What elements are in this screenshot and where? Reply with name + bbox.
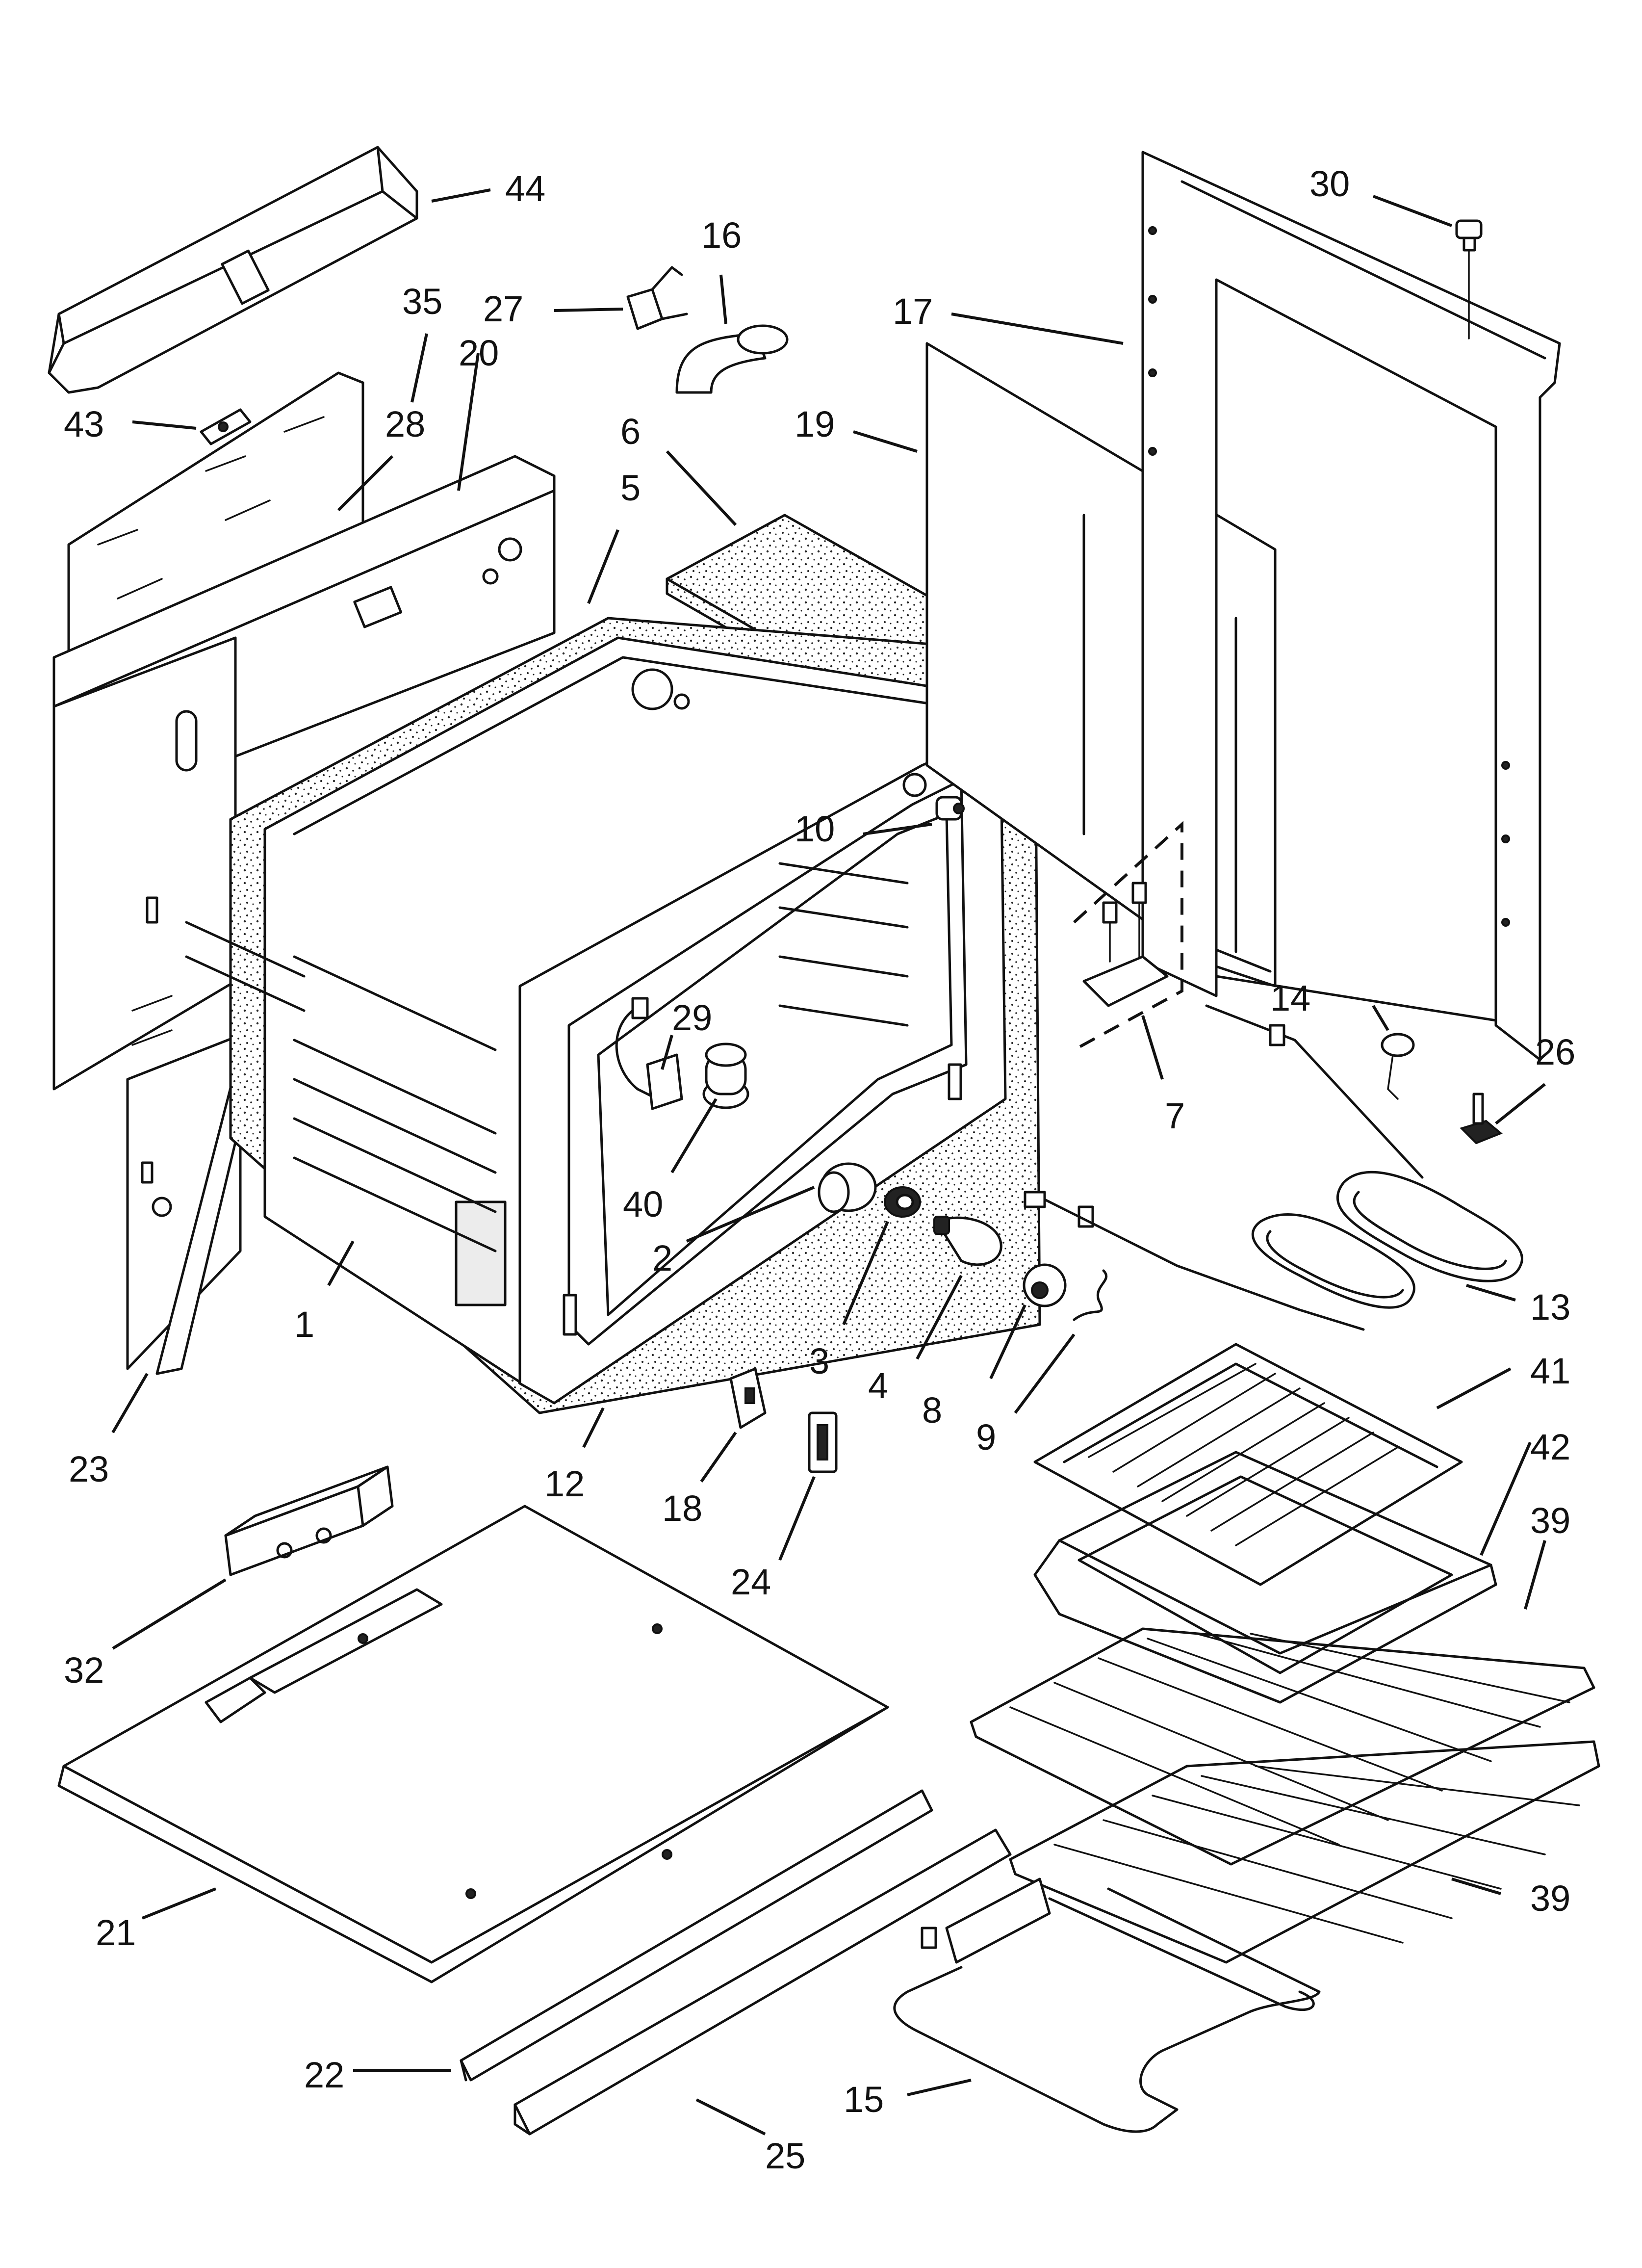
part-24-hinge-receiver	[808, 1411, 838, 1473]
callout-32: 32	[64, 1650, 104, 1691]
part-41-broil-pan-grid	[1033, 1343, 1463, 1586]
part-2-light-socket	[818, 1162, 877, 1213]
callout-16: 16	[701, 215, 742, 256]
part-22-rail	[460, 1789, 933, 2082]
callout-7: 7	[1165, 1095, 1185, 1136]
callout-1: 1	[294, 1304, 314, 1345]
part-8-light-cover	[1023, 1263, 1067, 1307]
part-29-terminal-bracket	[615, 997, 683, 1110]
part-39-oven-rack-upper	[970, 1627, 1595, 1866]
callout-42: 42	[1530, 1427, 1570, 1467]
callout-40: 40	[623, 1184, 663, 1225]
part-4-light-bulb	[933, 1216, 1002, 1266]
part-13-broil-element	[1024, 1004, 1523, 1331]
callout-39-lower: 39	[1530, 1878, 1570, 1919]
callout-20: 20	[459, 333, 499, 373]
part-21-bottom-panel	[57, 1505, 889, 1983]
part-30-screw	[1455, 219, 1483, 339]
callout-26: 26	[1535, 1032, 1575, 1072]
part-14-probe	[1381, 1033, 1415, 1100]
callout-12: 12	[544, 1463, 585, 1504]
callout-18: 18	[662, 1488, 702, 1529]
callout-21: 21	[96, 1912, 136, 1953]
callout-9: 9	[976, 1417, 996, 1458]
callout-4: 4	[868, 1365, 888, 1406]
callout-6: 6	[620, 411, 641, 452]
callout-29: 29	[672, 997, 712, 1038]
part-40-bushing	[702, 1043, 749, 1109]
part-15-bake-element	[893, 1877, 1321, 2133]
callout-25: 25	[765, 2136, 805, 2176]
leader-lines	[111, 188, 1546, 2136]
callout-5: 5	[620, 468, 641, 508]
callout-13: 13	[1530, 1287, 1570, 1328]
part-25-rail	[513, 1828, 1012, 2136]
callout-3: 3	[809, 1341, 829, 1382]
callout-14: 14	[1270, 978, 1310, 1018]
callout-labels: 44 35 20 27 16 43 28 6 5 17 19 30 10 29 …	[64, 163, 1575, 2176]
part-26-leveling-leg	[1460, 1093, 1503, 1145]
part-17-outer-panel	[1141, 151, 1561, 1061]
callout-27: 27	[483, 288, 523, 329]
callout-17: 17	[893, 291, 933, 332]
callout-44: 44	[505, 168, 545, 209]
part-42-broil-pan	[1033, 1451, 1497, 1704]
part-left-side-wall	[52, 636, 237, 1091]
part-18-hinge	[729, 1367, 767, 1429]
part-9-wire-clip	[1073, 1269, 1108, 1321]
part-32-terminal-block	[224, 1465, 394, 1576]
callout-15: 15	[844, 2079, 884, 2120]
callout-24: 24	[731, 1562, 771, 1602]
callout-30: 30	[1309, 163, 1350, 204]
callout-10: 10	[795, 808, 835, 849]
callout-41: 41	[1530, 1351, 1570, 1391]
callout-28: 28	[385, 404, 425, 444]
callout-43: 43	[64, 404, 104, 444]
part-44-control-panel	[48, 146, 418, 394]
callout-19: 19	[795, 404, 835, 444]
part-16-vent-duct	[675, 324, 789, 394]
callout-2: 2	[652, 1238, 672, 1278]
part-7-bracket-assembly	[1073, 821, 1183, 1051]
part-3-light-receptacle	[884, 1186, 921, 1218]
part-43-bracket	[200, 408, 252, 445]
callout-22: 22	[304, 2055, 344, 2095]
rack-guides	[185, 862, 909, 1252]
part-39-oven-rack-lower	[1009, 1740, 1600, 1964]
callout-23: 23	[69, 1449, 109, 1489]
callout-35: 35	[402, 281, 442, 322]
part-27-clip	[626, 266, 688, 330]
callout-39-upper: 39	[1530, 1500, 1570, 1541]
part-10-sensor	[902, 773, 965, 821]
callout-8: 8	[922, 1390, 942, 1431]
